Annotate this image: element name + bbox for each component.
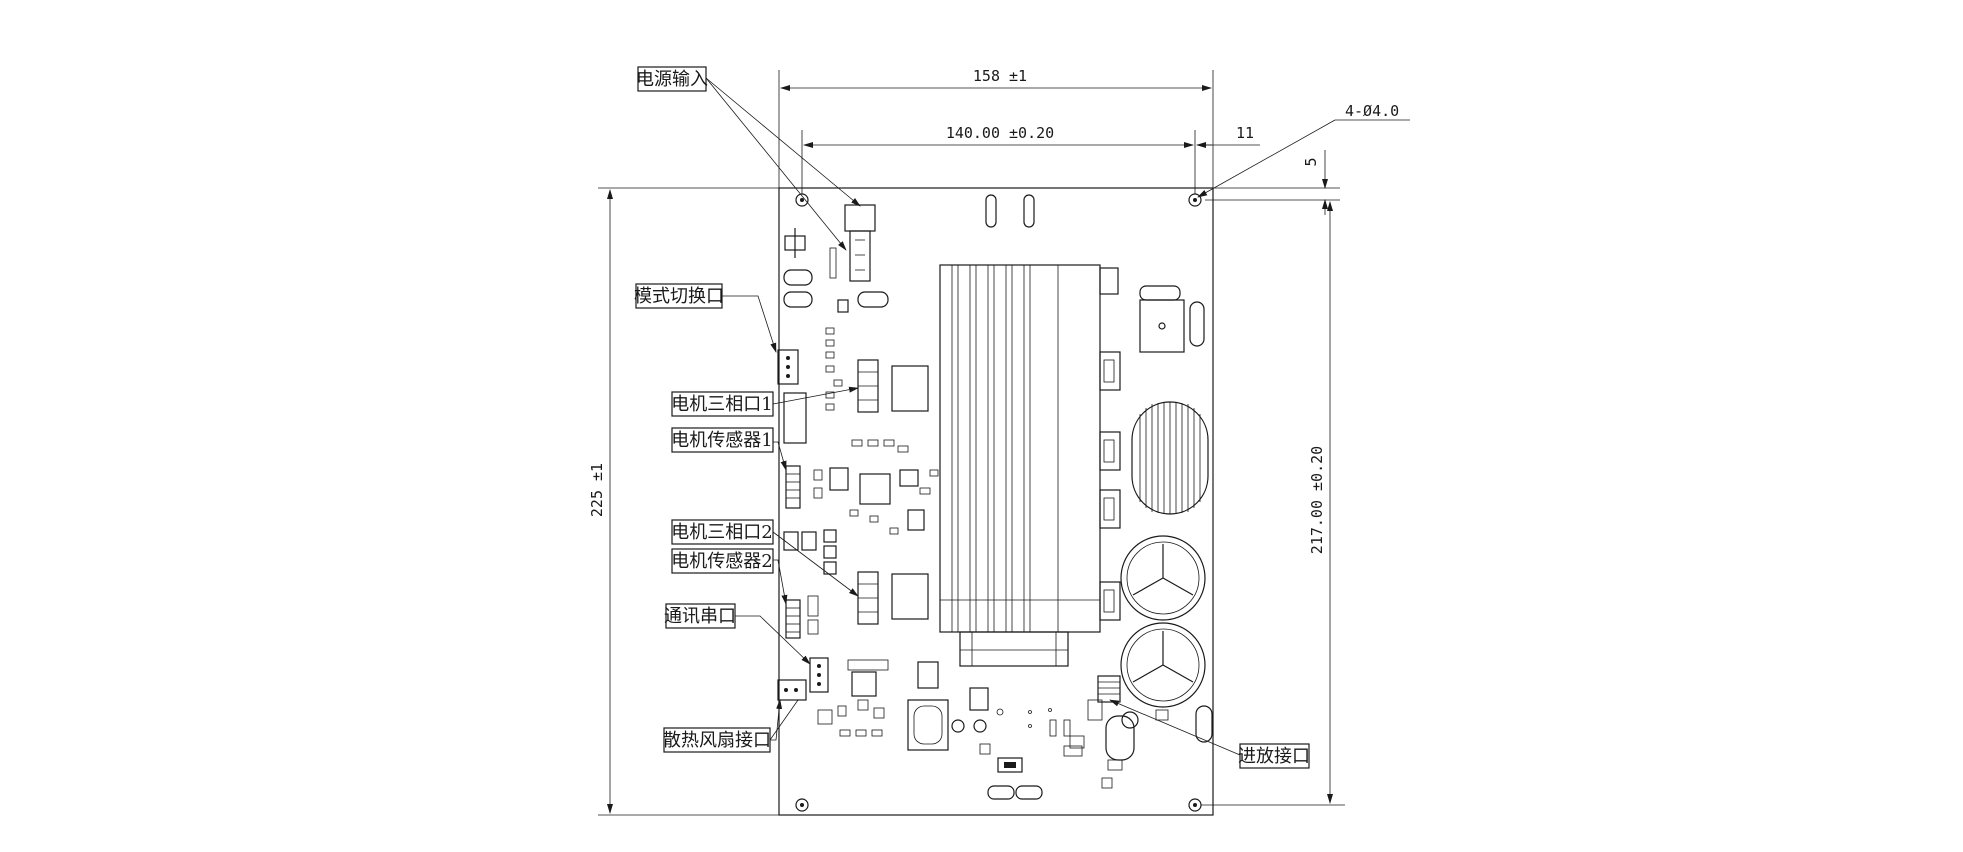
transformer bbox=[1139, 285, 1205, 353]
dim-hole-spacing-height-text: 217.00 ±0.20 bbox=[1308, 446, 1326, 554]
dimension-hole-top-offset: 5 bbox=[1205, 150, 1340, 215]
smd-parts bbox=[825, 327, 843, 411]
callout-motor-phase-1: 电机三相口1 bbox=[671, 391, 774, 417]
oval-pad bbox=[987, 785, 1015, 800]
fiducial-mark bbox=[784, 228, 806, 258]
oval-pad bbox=[783, 291, 813, 308]
callout-charge-discharge: 进放接口 bbox=[1238, 743, 1310, 769]
ic-chip bbox=[859, 473, 891, 505]
callout-motor-sensor-1-text: 电机传感器1 bbox=[671, 430, 772, 451]
oval-pad bbox=[1015, 785, 1043, 800]
sensor-pins bbox=[786, 473, 800, 499]
board-outline bbox=[778, 187, 1214, 816]
dim-mounting-holes-text: 4-Ø4.0 bbox=[1345, 102, 1399, 120]
board-components bbox=[777, 194, 1213, 800]
pins bbox=[1098, 681, 1120, 695]
charge-discharge-connector bbox=[1097, 675, 1121, 703]
callout-mode-switch: 模式切换口 bbox=[634, 283, 724, 309]
dim-hole-top-offset-text: 5 bbox=[1302, 157, 1320, 166]
power-input-connector bbox=[844, 204, 876, 282]
dimension-hole-spacing-width: 140.00 ±0.20 bbox=[801, 124, 1196, 194]
dimension-hole-spacing-height: 217.00 ±0.20 bbox=[1201, 201, 1345, 806]
motor-phase-2-connector bbox=[783, 529, 929, 625]
mosfet-row bbox=[1099, 267, 1121, 621]
mode-switch-connector bbox=[777, 349, 799, 385]
callout-fan-port-text: 散热风扇接口 bbox=[663, 730, 771, 751]
motor-sensor-1-connector bbox=[785, 465, 801, 509]
sensor-pins bbox=[786, 607, 800, 633]
callout-leaders bbox=[705, 77, 1241, 756]
callout-power-input: 电源输入 bbox=[636, 66, 708, 92]
test-point bbox=[973, 719, 987, 733]
dim-overall-height-text: 225 ±1 bbox=[588, 463, 606, 517]
mounting-hole bbox=[1188, 798, 1202, 812]
callout-mode-switch-text: 模式切换口 bbox=[634, 286, 724, 307]
callout-motor-sensor-2-text: 电机传感器2 bbox=[671, 551, 772, 572]
dim-hole-edge-offset-text: 11 bbox=[1236, 124, 1254, 142]
motor-phase-1-connector bbox=[857, 359, 929, 413]
dim-hole-spacing-width-text: 140.00 ±0.20 bbox=[946, 124, 1054, 142]
ic-chip bbox=[829, 467, 849, 491]
capacitor bbox=[1120, 535, 1206, 621]
smd-parts bbox=[1028, 708, 1085, 749]
dim-overall-width-text: 158 ±1 bbox=[973, 67, 1027, 85]
test-point bbox=[951, 719, 965, 733]
callout-fan-port: 散热风扇接口 bbox=[663, 727, 771, 753]
callout-motor-sensor-2: 电机传感器2 bbox=[671, 548, 774, 574]
callout-power-input-text: 电源输入 bbox=[636, 69, 708, 90]
ic-chip bbox=[851, 671, 877, 697]
relay-component bbox=[907, 699, 949, 751]
dimension-hole-edge-offset: 11 bbox=[1196, 124, 1260, 148]
inductor-coil bbox=[1131, 401, 1209, 515]
oval-pad bbox=[783, 269, 813, 286]
callout-motor-sensor-1: 电机传感器1 bbox=[671, 427, 774, 453]
callout-charge-discharge-text: 进放接口 bbox=[1238, 746, 1310, 767]
callout-comm-serial: 通讯串口 bbox=[664, 603, 736, 629]
callout-comm-serial-text: 通讯串口 bbox=[664, 606, 736, 627]
mounting-hole bbox=[795, 798, 809, 812]
mounting-holes bbox=[795, 193, 1202, 812]
callout-motor-phase-2: 电机三相口2 bbox=[671, 519, 774, 545]
comm-serial-connector bbox=[809, 657, 829, 693]
motor-sensor-2-connector bbox=[785, 599, 801, 639]
mounting-hole bbox=[1188, 193, 1202, 207]
capacitor bbox=[1120, 622, 1206, 708]
slot-pad bbox=[1023, 194, 1035, 228]
fan-connector bbox=[777, 679, 807, 701]
callout-motor-phase-1-text: 电机三相口1 bbox=[671, 394, 772, 415]
smd-parts bbox=[813, 439, 939, 535]
slot-pad bbox=[985, 194, 997, 228]
dimension-overall-width: 158 ±1 bbox=[778, 67, 1214, 188]
oval-pad bbox=[857, 291, 889, 308]
dimension-mounting-holes: 4-Ø4.0 bbox=[1197, 102, 1410, 198]
callout-motor-phase-2-text: 电机三相口2 bbox=[671, 522, 772, 543]
dimension-overall-height: 225 ±1 bbox=[588, 187, 779, 816]
heatsink bbox=[939, 264, 1101, 667]
